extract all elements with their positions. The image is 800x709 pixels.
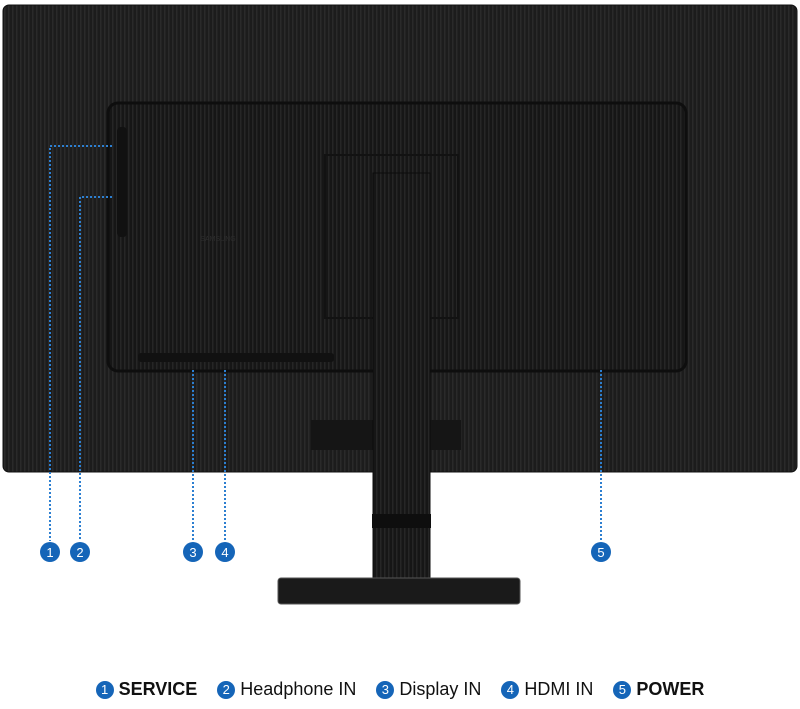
callout-number-4: 4: [221, 545, 228, 560]
callout-number-3: 3: [189, 545, 196, 560]
legend-label: SERVICE: [118, 679, 198, 699]
leader-lines: [49, 145, 602, 541]
stand-base: [277, 577, 521, 605]
callout-number-5: 5: [597, 545, 604, 560]
callout-badge-2: [70, 542, 90, 562]
callout-badge-1: [40, 542, 60, 562]
brand-logo: SAMSUNG: [200, 236, 235, 243]
legend-badge: 2: [217, 680, 236, 699]
callout-badge-4: [215, 542, 235, 562]
monitor-rear-diagram: 1 2 3 4 5 SAMSUNG: [2, 4, 798, 605]
side-port-strip: [117, 127, 127, 237]
callout-number-1: 1: [46, 545, 53, 560]
legend-badge: 1: [95, 680, 114, 699]
leader-line-1: [49, 145, 112, 541]
legend-label: POWER: [636, 679, 705, 699]
legend-badge: 5: [613, 680, 632, 699]
legend-label: Headphone IN: [240, 679, 357, 699]
legend-badge: 4: [501, 680, 520, 699]
stand-clip: [372, 514, 431, 528]
bottom-port-strip: [138, 353, 334, 362]
callout-badge-3: [183, 542, 203, 562]
callout-badge-5: [591, 542, 611, 562]
legend-badge: 3: [376, 680, 395, 699]
legend-label: HDMI IN: [524, 679, 594, 699]
legend-label: Display IN: [399, 679, 482, 699]
leader-line-2: [79, 196, 112, 541]
callout-number-2: 2: [76, 545, 83, 560]
